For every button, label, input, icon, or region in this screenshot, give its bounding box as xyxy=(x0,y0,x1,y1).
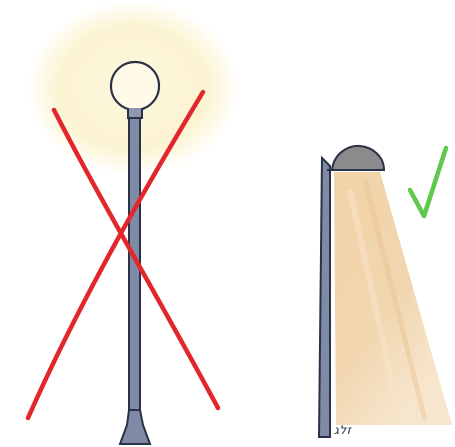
artist-signature: זלג xyxy=(334,423,351,437)
globe-lamp-head xyxy=(111,62,159,110)
globe-lamp-neck xyxy=(128,108,142,118)
globe-lamp-base xyxy=(120,410,150,444)
shielded-lamp-pole xyxy=(319,158,330,437)
globe-lamp-group xyxy=(27,0,239,444)
green-checkmark-icon xyxy=(410,148,446,216)
shielded-lamp-head xyxy=(332,146,384,170)
